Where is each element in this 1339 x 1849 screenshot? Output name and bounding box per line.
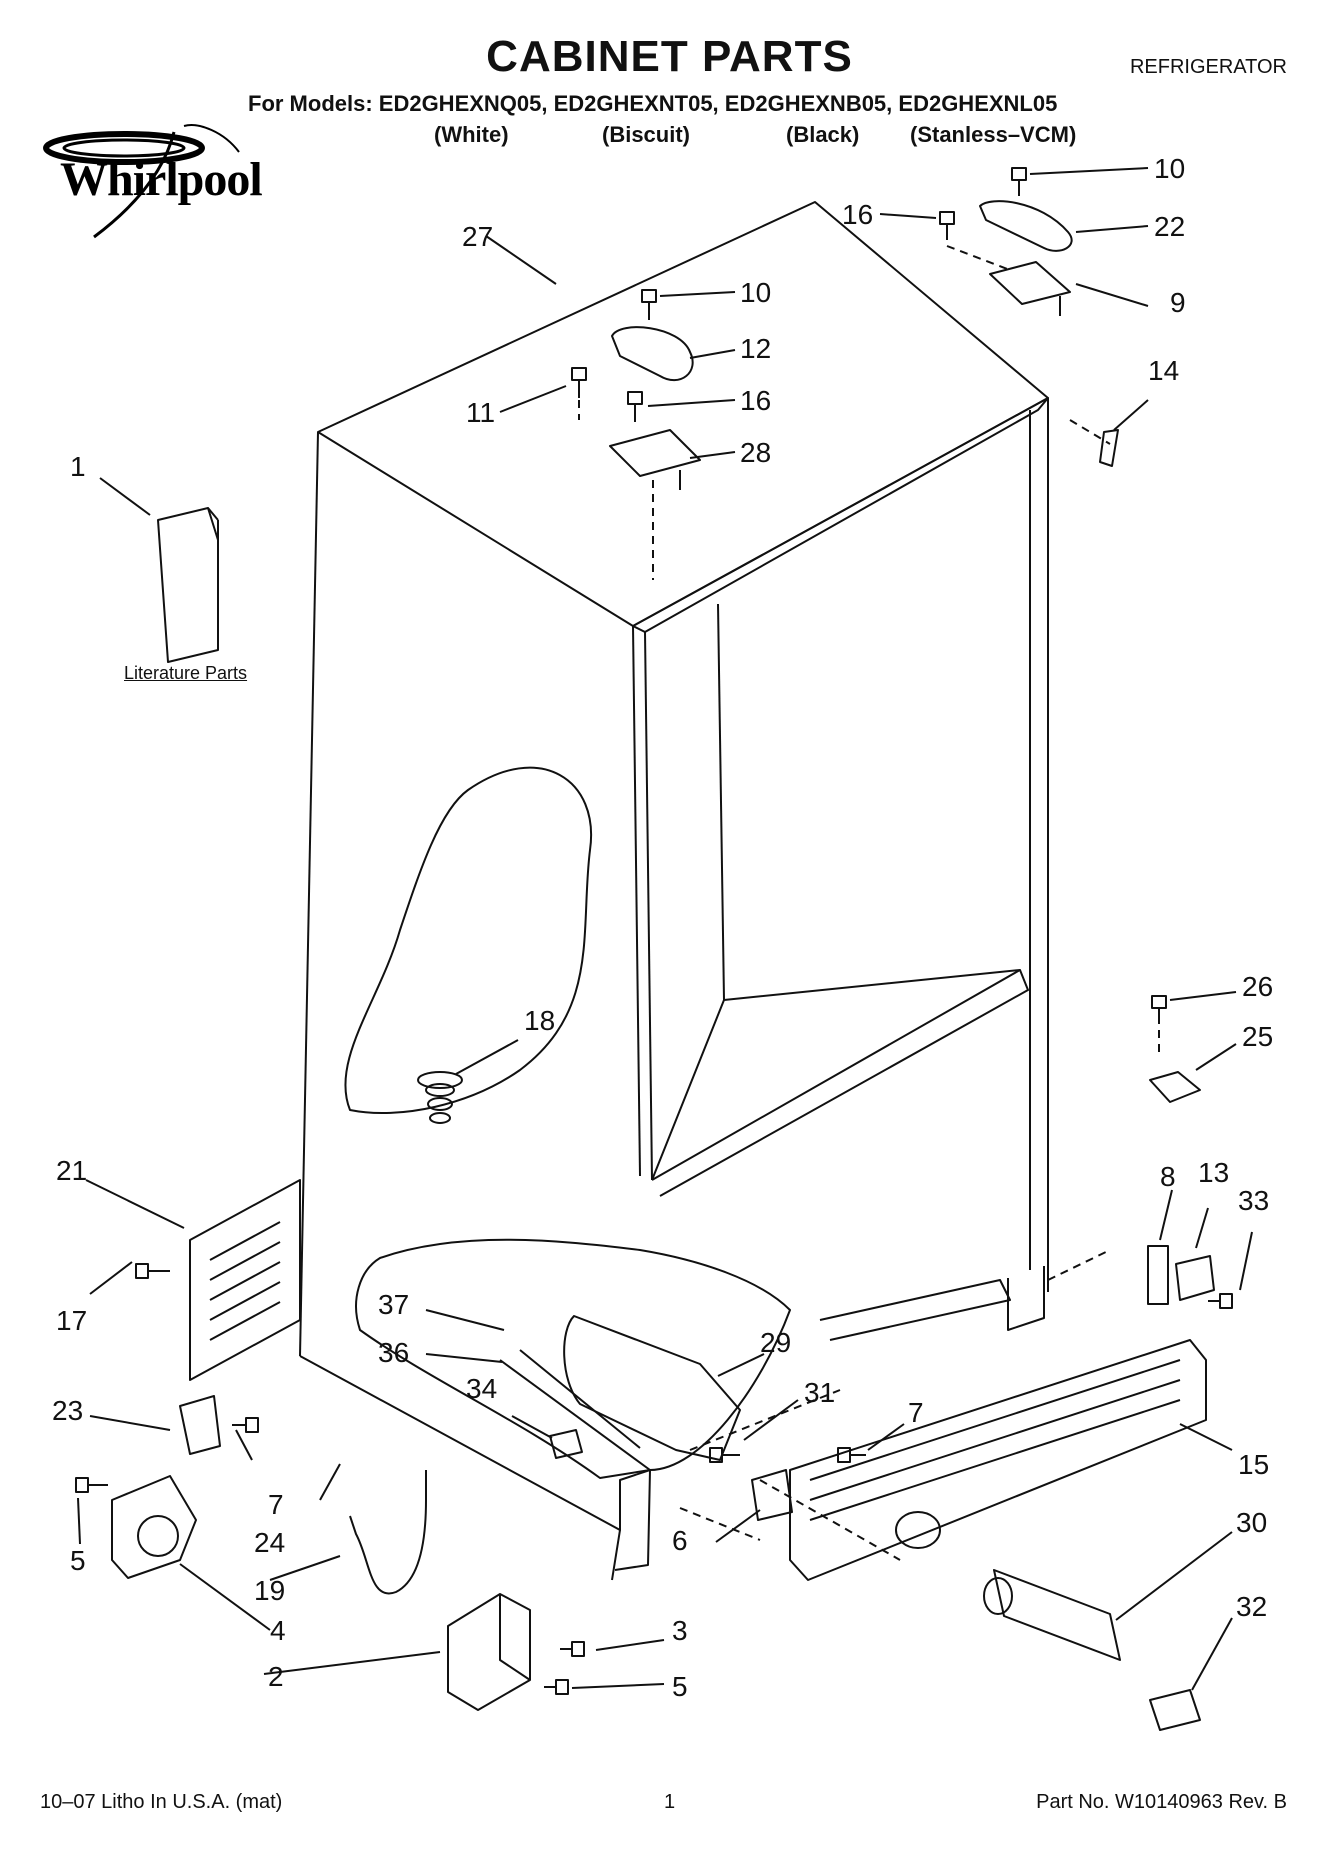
callout-10a: 10 xyxy=(1154,153,1185,184)
callout-13: 13 xyxy=(1198,1157,1229,1188)
top-hinge-left-icon xyxy=(609,326,701,490)
bottom-hinge-bracket-icon xyxy=(447,1593,531,1711)
page-title: CABINET PARTS xyxy=(486,32,853,81)
color-black: (Black) xyxy=(786,122,860,147)
callout-28: 28 xyxy=(740,437,771,468)
callout-9: 9 xyxy=(1170,287,1186,318)
callout-25: 25 xyxy=(1242,1021,1273,1052)
water-filter-cartridge-icon xyxy=(983,1569,1121,1661)
callout-1: 1 xyxy=(70,451,86,482)
callout-24: 24 xyxy=(254,1527,285,1558)
base-grille-icon xyxy=(789,1339,1207,1581)
callout-7a: 7 xyxy=(268,1489,284,1520)
callout-27: 27 xyxy=(462,221,493,252)
callout-16a: 16 xyxy=(842,199,873,230)
color-stainless: (Stanless–VCM) xyxy=(910,122,1077,147)
alignment-lines xyxy=(578,245,1160,1561)
hinge-shim-icon xyxy=(1099,429,1119,467)
callout-11: 11 xyxy=(466,397,495,428)
callout-32: 32 xyxy=(1236,1591,1267,1622)
color-white: (White) xyxy=(434,122,509,147)
callout-36: 36 xyxy=(378,1337,409,1368)
drain-fitting-icon xyxy=(417,1071,463,1124)
footer-part-number: Part No. W10140963 Rev. B xyxy=(1036,1791,1287,1813)
screw-icon xyxy=(75,167,1233,1695)
leader-lines xyxy=(77,167,1253,1691)
whirlpool-logo: Whirlpool xyxy=(24,112,274,242)
color-biscuit: (Biscuit) xyxy=(602,122,690,147)
callout-17: 17 xyxy=(56,1305,87,1336)
callout-37: 37 xyxy=(378,1289,409,1320)
callout-29: 29 xyxy=(760,1327,791,1358)
leveling-leg-icon xyxy=(179,1395,221,1455)
callout-3: 3 xyxy=(672,1615,688,1646)
filter-clip-icon xyxy=(549,1429,583,1459)
callout-15: 15 xyxy=(1238,1449,1269,1480)
footer-page-number: 1 xyxy=(664,1791,676,1813)
roller-assembly-icon xyxy=(111,1475,197,1579)
callout-19: 19 xyxy=(254,1575,285,1606)
callout-22: 22 xyxy=(1154,211,1185,242)
callout-14: 14 xyxy=(1148,355,1179,386)
water-tube-icon xyxy=(349,1470,427,1595)
compressor-grille-icon xyxy=(189,1179,301,1381)
callout-34: 34 xyxy=(466,1373,497,1404)
appliance-type: REFRIGERATOR xyxy=(1129,56,1287,78)
footer-print-info: 10–07 Litho In U.S.A. (mat) xyxy=(40,1791,283,1813)
top-hinge-right-icon xyxy=(979,200,1073,316)
callout-18: 18 xyxy=(524,1005,555,1036)
callout-30: 30 xyxy=(1236,1507,1267,1538)
callout-2: 2 xyxy=(268,1661,284,1692)
callout-5b: 5 xyxy=(672,1671,688,1702)
models-line: For Models: ED2GHEXNQ05, ED2GHEXNT05, ED… xyxy=(248,91,1058,116)
hinge-bracket-8-icon xyxy=(1147,1245,1215,1305)
literature-booklet-icon xyxy=(157,507,219,663)
callout-12: 12 xyxy=(740,333,771,364)
callout-7b: 7 xyxy=(908,1397,924,1428)
callout-5a: 5 xyxy=(70,1545,86,1576)
freezer-floor-cutaway xyxy=(355,1238,791,1479)
callout-26: 26 xyxy=(1242,971,1273,1002)
callout-6: 6 xyxy=(672,1525,688,1556)
filter-cap-icon xyxy=(1149,1689,1201,1731)
cabinet-shell xyxy=(299,201,1049,1581)
callout-33: 33 xyxy=(1238,1185,1269,1216)
liner-cutaway xyxy=(344,766,593,1115)
callout-4: 4 xyxy=(270,1615,286,1646)
bracket-6-icon xyxy=(751,1469,793,1521)
logo-wordmark: Whirlpool xyxy=(60,153,263,206)
callout-23: 23 xyxy=(52,1395,83,1426)
callout-16b: 16 xyxy=(740,385,771,416)
callout-8: 8 xyxy=(1160,1161,1176,1192)
door-stop-icon xyxy=(1149,1071,1201,1103)
callout-31: 31 xyxy=(804,1377,835,1408)
water-filter-housing-icon xyxy=(499,1315,741,1471)
literature-parts-label: Literature Parts xyxy=(124,663,248,683)
callout-21: 21 xyxy=(56,1155,87,1186)
callout-labels: 1 2 3 4 5 5 6 7 7 8 9 10 10 11 12 13 14 … xyxy=(52,153,1273,1702)
callout-10b: 10 xyxy=(740,277,771,308)
logo-swoosh-icon xyxy=(43,124,240,239)
